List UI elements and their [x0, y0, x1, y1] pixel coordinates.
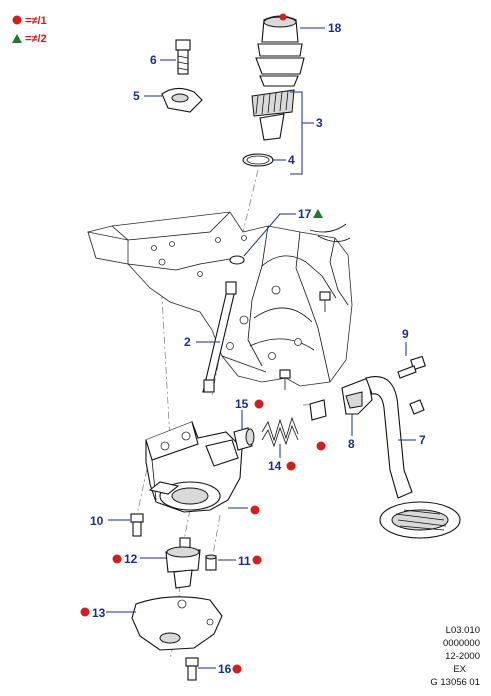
svg-text:16: 16: [218, 662, 232, 676]
dowel-pin: [205, 554, 217, 571]
svg-text:11: 11: [238, 554, 251, 568]
svg-text:10: 10: [90, 514, 104, 528]
relief-valve-parts: [233, 399, 327, 451]
callout-2[interactable]: 2: [184, 335, 220, 349]
callout-13-red-dot-icon: [80, 607, 90, 617]
reference-line-3: 12-2000: [445, 651, 480, 662]
reference-line-2: 0000000: [443, 638, 480, 649]
pump-body-marker: [228, 505, 260, 515]
pump-cover: [131, 596, 223, 651]
callout-14-red-dot-icon: [286, 461, 296, 471]
callout-12[interactable]: 12: [112, 552, 167, 566]
svg-text:9: 9: [402, 327, 409, 341]
oil-pump-body: [145, 421, 243, 513]
svg-text:6: 6: [150, 53, 157, 67]
callout-11-red-dot-icon: [252, 555, 262, 565]
reference-line-1: L03.010: [446, 625, 480, 636]
svg-text:7: 7: [419, 433, 426, 447]
legend: =≠/1 =≠/2: [12, 15, 47, 45]
callout-9[interactable]: 9: [402, 327, 409, 356]
bolt-16: [185, 657, 199, 681]
svg-text:14: 14: [268, 459, 282, 473]
callout-15[interactable]: 15: [235, 397, 264, 430]
callout-5[interactable]: 5: [133, 89, 162, 103]
engine-block: [87, 211, 353, 390]
oil-pump-drive-gear: [242, 15, 305, 167]
callout-17-green-triangle-icon: [313, 209, 323, 218]
legend-red-dot-icon: [12, 15, 22, 25]
callout-16-red-dot-icon: [232, 664, 242, 674]
callout-12-red-dot-icon: [112, 554, 122, 564]
svg-text:4: 4: [288, 153, 295, 167]
legend-green-triangle-icon: [12, 34, 22, 43]
plug-red-dot-icon: [316, 441, 326, 451]
reference-line-5: G 13056 01: [430, 677, 480, 688]
svg-text:12: 12: [124, 552, 138, 566]
svg-text:5: 5: [133, 89, 140, 103]
callout-8[interactable]: 8: [348, 414, 355, 451]
svg-text:13: 13: [92, 606, 106, 620]
callout-14[interactable]: 14: [268, 444, 296, 473]
svg-text:15: 15: [235, 397, 249, 411]
callout-3[interactable]: 3: [290, 91, 323, 175]
bolt-9: [397, 355, 426, 379]
bolt-10: [130, 513, 144, 537]
callout-15-red-dot-icon: [254, 399, 264, 409]
svg-text:2: 2: [184, 335, 191, 349]
callout-17[interactable]: 17: [243, 207, 323, 257]
svg-text:8: 8: [348, 437, 355, 451]
drive-shaft: [202, 255, 245, 393]
pump-shaft-gear: [165, 537, 201, 589]
reference-line-4: EX: [453, 664, 466, 675]
svg-text:18: 18: [328, 21, 342, 35]
callout-18[interactable]: 18: [279, 13, 342, 36]
pump-body-red-dot-icon: [250, 505, 260, 515]
bolt-and-bracket: [161, 39, 203, 113]
callout-10[interactable]: 10: [90, 514, 130, 528]
callout-7[interactable]: 7: [398, 433, 426, 447]
callout-16[interactable]: 16: [198, 662, 242, 676]
callout-6[interactable]: 6: [150, 53, 176, 67]
reference-block: L03.010 0000000 12-2000 EX G 13056 01: [430, 625, 480, 688]
callout-4[interactable]: 4: [272, 153, 295, 167]
legend-green-text: =≠/2: [25, 33, 47, 45]
callout-11[interactable]: 11: [218, 554, 262, 568]
svg-text:17: 17: [298, 207, 312, 221]
callout-13[interactable]: 13: [80, 606, 137, 620]
legend-red-text: =≠/1: [25, 15, 47, 27]
callouts: 18 6 5 3 4 17 2: [80, 13, 426, 676]
svg-text:3: 3: [316, 116, 323, 130]
oil-pickup-tube: [341, 365, 461, 539]
